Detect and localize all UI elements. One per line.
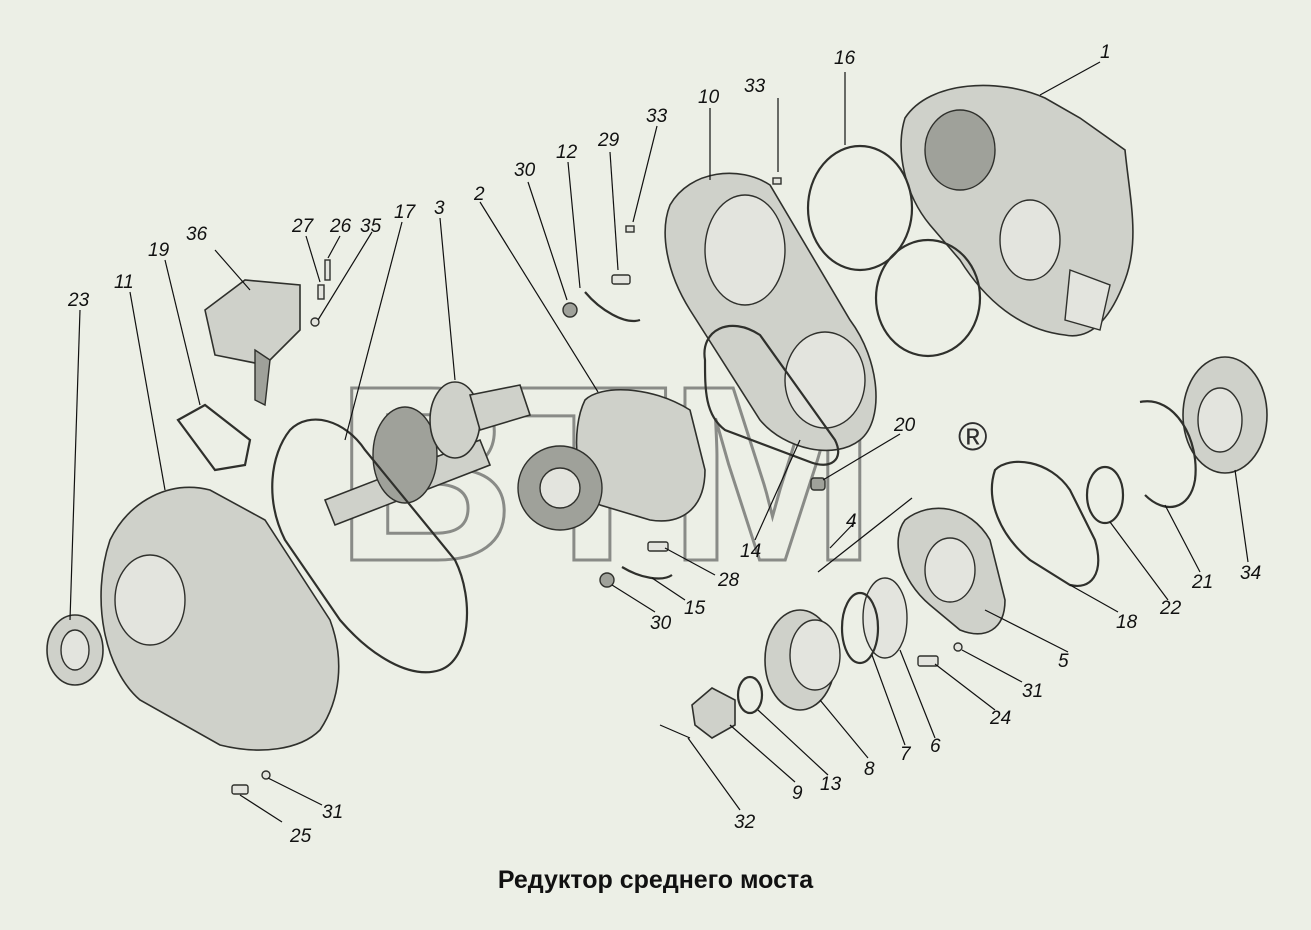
- callout-2: 2: [473, 184, 485, 205]
- callout-22: 22: [1159, 598, 1182, 619]
- part-6-seal: [862, 577, 908, 659]
- callout-14: 14: [740, 541, 761, 562]
- callout-23: 23: [67, 290, 90, 311]
- callout-13: 13: [820, 774, 842, 795]
- callout-1: 1: [1100, 42, 1111, 63]
- part-31-washer-top: [953, 642, 963, 652]
- part-29-pin: [611, 274, 631, 285]
- callout-16: 16: [834, 48, 856, 69]
- part-23-ring-gear: [46, 614, 104, 686]
- callout-27: 27: [291, 216, 315, 237]
- callout-33-left: 33: [646, 106, 668, 127]
- part-30-bushing-top: [562, 302, 578, 318]
- part-10-intermediate-housing: [664, 172, 877, 452]
- callout-9: 9: [792, 783, 803, 804]
- callout-15: 15: [684, 598, 706, 619]
- callout-30-bottom: 30: [650, 613, 672, 634]
- part-8-flange: [764, 609, 841, 711]
- registered-mark: ®: [958, 415, 987, 459]
- callout-31-right: 31: [1022, 681, 1043, 702]
- part-28-pin: [647, 541, 669, 552]
- callout-8: 8: [864, 759, 875, 780]
- callout-26: 26: [329, 216, 352, 237]
- callout-24: 24: [989, 708, 1011, 729]
- part-33-pin-left: [625, 225, 635, 233]
- part-34-bearing: [1182, 356, 1268, 474]
- part-5-bearing-cap: [897, 507, 1006, 635]
- part-31-washer-bottom: [261, 770, 271, 780]
- callout-5: 5: [1058, 651, 1069, 672]
- callout-28: 28: [717, 570, 740, 591]
- callout-10: 10: [698, 87, 720, 108]
- callout-labels: 1 2 3 4 5 6 7 8 9 10 11 12 13 14 15 16 1…: [67, 42, 1261, 847]
- part-30-bushing-bottom: [599, 572, 615, 588]
- callout-36: 36: [186, 224, 208, 245]
- diagram-caption: Редуктор среднего моста: [497, 866, 814, 894]
- callout-35: 35: [360, 216, 382, 237]
- part-13-washer: [736, 675, 764, 715]
- callout-4: 4: [846, 511, 857, 532]
- part-27-pin: [317, 284, 325, 300]
- part-14-gasket: [703, 324, 840, 466]
- callout-12: 12: [556, 142, 578, 163]
- leader-lines: [69, 61, 1249, 823]
- part-17-gasket: [271, 418, 469, 674]
- part-33-pin-top: [772, 177, 782, 185]
- part-26-pin: [324, 259, 331, 281]
- part-18-gasket: [990, 460, 1100, 588]
- callout-6: 6: [930, 736, 941, 757]
- part-20-plug: [810, 477, 826, 491]
- part-15-lock-plate: [621, 566, 673, 580]
- part-12-lock-plate: [584, 291, 641, 323]
- part-19-small-gasket: [176, 403, 252, 472]
- part-25-bolt: [231, 784, 249, 795]
- part-2-differential: [517, 388, 706, 531]
- callout-11: 11: [114, 272, 134, 293]
- callout-3: 3: [434, 198, 445, 219]
- callout-21: 21: [1191, 572, 1213, 593]
- part-9-nut: [691, 687, 736, 739]
- callout-34: 34: [1240, 563, 1261, 584]
- part-22-ring: [1085, 465, 1125, 525]
- part-1-housing: [900, 84, 1134, 337]
- callout-29: 29: [597, 130, 620, 151]
- callout-31-bottom: 31: [322, 802, 343, 823]
- callout-33-top: 33: [744, 76, 766, 97]
- part-4-wire: [817, 497, 913, 573]
- callout-7: 7: [900, 744, 912, 765]
- part-7-seal: [840, 591, 880, 665]
- callout-25: 25: [289, 826, 312, 847]
- part-16-gasket: [806, 144, 982, 358]
- part-32-cotter-pin: [659, 724, 691, 739]
- callout-17: 17: [394, 202, 417, 223]
- part-35-ball: [310, 317, 320, 327]
- callout-18: 18: [1116, 612, 1138, 633]
- part-24-bolt: [917, 655, 939, 667]
- callout-32: 32: [734, 812, 756, 833]
- callout-19: 19: [148, 240, 170, 261]
- callout-30-top: 30: [514, 160, 536, 181]
- part-36-actuator: [204, 279, 301, 407]
- callout-20: 20: [893, 415, 916, 436]
- part-11-front-cover: [100, 486, 340, 751]
